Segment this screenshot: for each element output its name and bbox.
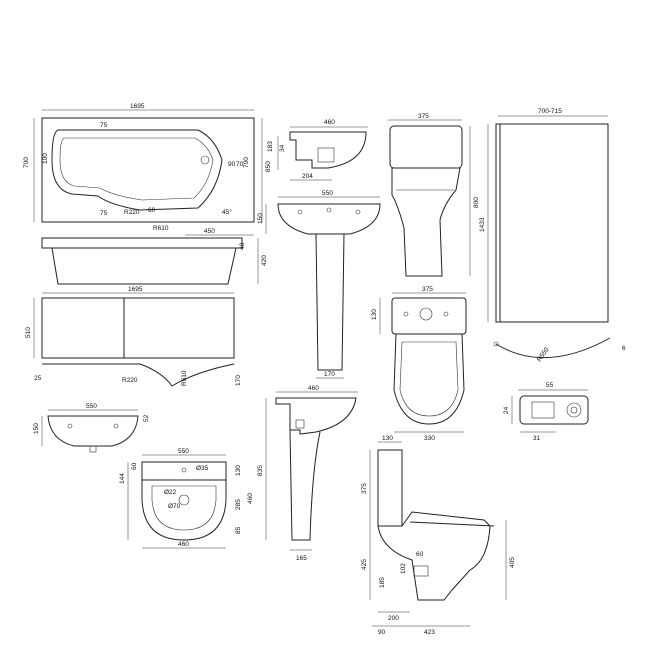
basin-plan-d6-label: 85: [235, 526, 242, 534]
screen-width-label: 700-715: [538, 108, 562, 115]
toilet-side-elevation: 375 800: [388, 113, 480, 277]
bath-top-offset-label: 75: [100, 122, 108, 129]
wc-h3-label: 185: [379, 577, 386, 588]
toilet-top-view: 375 130 330: [371, 286, 467, 442]
basin-small-h1-label: 183: [267, 141, 274, 152]
basin-plan-view: 550 144 60 Ø35 130 Ø22 Ø70 285 460 85 46…: [119, 448, 254, 549]
basin-plan-d4-label: 285: [235, 499, 242, 510]
screen-radius-label: R550: [536, 346, 551, 363]
wc-h5-label: 405: [509, 557, 516, 568]
basin-plan-d2-label: 60: [131, 462, 138, 470]
toilet-base-label: 330: [424, 435, 435, 442]
basin-plan-base-label: 460: [178, 541, 189, 548]
toilet-side-height-label: 800: [473, 197, 480, 208]
bath-inner-right-label: 90: [228, 161, 236, 168]
bath-length-label: 1695: [130, 103, 145, 110]
wc-height1-label: 375: [361, 483, 368, 494]
bath-plan-view: 1695 700 100 75 75 850 700 90 70 R220 60…: [23, 103, 272, 236]
bath-curve-length-label: 450: [204, 228, 215, 235]
wc-cistern-label: 130: [382, 435, 393, 442]
toilet-cistern-label: 130: [371, 309, 378, 320]
bath-side-elevation: 420 40: [41, 237, 268, 285]
bath-screen: 700-715 1433 R550 6: [479, 108, 626, 363]
bath-end-width-label: 700: [23, 157, 30, 168]
pedestal-side-height-label: 835: [257, 465, 264, 476]
wc-d2-label: 200: [388, 615, 399, 622]
bracket-width-label: 55: [546, 382, 554, 389]
wc-d4-label: 423: [424, 629, 435, 636]
basin-small-h2-label: 34: [279, 144, 286, 152]
basin-plan-d3-label: 130: [235, 465, 242, 476]
basin-pedestal-base-label: 170: [324, 371, 335, 378]
bath-lip-label: 60: [148, 207, 156, 214]
wc-h4-label: 102: [400, 563, 407, 574]
pedestal-side-width-label: 460: [308, 385, 319, 392]
wc-d3-label: 90: [378, 629, 386, 636]
bath-inner-left-label: 100: [42, 153, 49, 164]
bath-panel-length-label: 1695: [128, 286, 143, 293]
bracket-height-label: 24: [503, 406, 510, 414]
bath-panel-radius2-label: R610: [181, 370, 188, 386]
basin-front-width-label: 550: [86, 403, 97, 410]
basin-plan-hole1-label: Ø35: [196, 465, 209, 472]
basin-plan-width-label: 550: [178, 448, 189, 455]
bath-width-right-label: 850: [265, 161, 272, 172]
bath-side-height-label: 420: [261, 255, 268, 266]
wc-d1-label: 60: [416, 551, 424, 558]
basin-small-depth-label: 204: [302, 173, 313, 180]
basin-plan-hole2-label: Ø22: [164, 489, 177, 496]
basin-plan-hole3-label: Ø70: [168, 503, 181, 510]
bath-side-rim-label: 40: [239, 242, 246, 250]
screen-gap-label: 6: [622, 345, 626, 352]
bath-radius-large-label: R610: [153, 225, 169, 232]
toilet-top-width-label: 375: [422, 286, 433, 293]
basin-front-height-label: 150: [33, 423, 40, 434]
basin-front-view: 550 150 52: [33, 403, 150, 453]
pedestal-side-base-label: 165: [296, 555, 307, 562]
screen-bracket-detail: 55 24 31: [503, 382, 589, 442]
bath-inner-right2-label: 70: [236, 161, 244, 168]
basin-plan-d1-label: 144: [119, 473, 126, 484]
bath-angle-label: 45°: [222, 208, 232, 216]
bath-panel-end-label: 25: [34, 375, 42, 382]
bath-panel-radius-label: R220: [122, 377, 138, 384]
bath-bottom-offset-label: 75: [100, 210, 108, 217]
bath-panel-elevation: 1695 510 25 R220 R610 170: [25, 286, 242, 387]
bath-panel-height-label: 510: [25, 327, 32, 338]
pedestal-side-elevation: 460 835 165: [257, 385, 358, 562]
bracket-base-label: 31: [533, 435, 541, 442]
wc-height2-label: 425: [361, 559, 368, 570]
basin-front-side-label: 52: [143, 414, 150, 422]
toilet-side-width-label: 375: [418, 113, 429, 120]
basin-plan-d5-label: 460: [247, 493, 254, 504]
basin-small-top-view: 460 183 34 204: [267, 119, 368, 181]
basin-pedestal-width-label: 550: [322, 190, 333, 197]
bath-mid-width-label: 700: [243, 157, 250, 168]
bath-panel-return-label: 170: [235, 375, 242, 386]
basin-small-width-label: 460: [324, 119, 335, 126]
screen-height-label: 1433: [479, 217, 486, 232]
bath-radius-label: R220: [124, 209, 140, 216]
wc-side-elevation: 130 375 425 185 102 60 405 200 90 423: [361, 435, 516, 636]
basin-pedestal-elevation: 550 150 170: [257, 190, 381, 379]
basin-pedestal-height-label: 150: [257, 213, 264, 224]
